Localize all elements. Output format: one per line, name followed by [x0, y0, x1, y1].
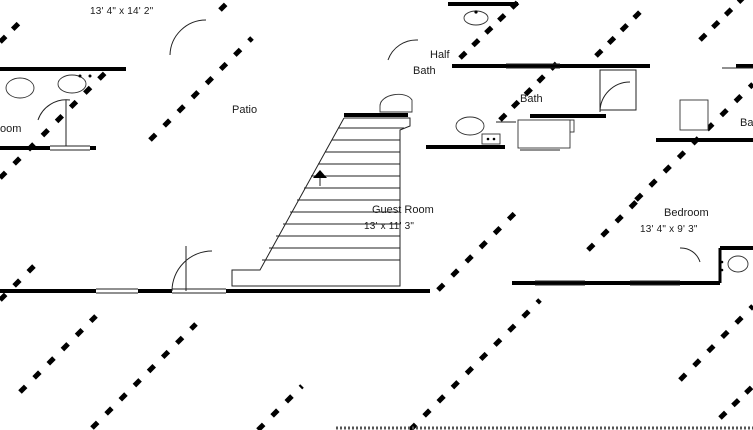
bedroom-dimension: 13' 4" x 9' 3"	[640, 224, 698, 235]
bedroom-label: Bedroom	[664, 207, 709, 219]
bath-label: Bath	[520, 93, 543, 105]
room-labels: 13' 4" x 14' 2" Patio Half Bath Bath Ba …	[0, 6, 753, 235]
arrow-up-icon	[313, 170, 327, 178]
bath-fixtures	[5, 10, 753, 273]
half-bath-label-line1: Half	[430, 49, 451, 61]
guest-room-dimension: 13' x 11' 3"	[364, 221, 414, 232]
windows	[50, 63, 680, 294]
staircase	[231, 117, 411, 287]
top-dimension-label: 13' 4" x 14' 2"	[90, 6, 154, 17]
half-bath-label-line2: Bath	[413, 65, 436, 77]
walls	[0, 2, 753, 293]
left-room-partial-label: oom	[0, 123, 21, 135]
patio-label: Patio	[232, 104, 257, 116]
door-swings	[37, 19, 701, 292]
guest-room-label: Guest Room	[372, 204, 434, 216]
bath-right-partial-label: Ba	[740, 117, 753, 129]
